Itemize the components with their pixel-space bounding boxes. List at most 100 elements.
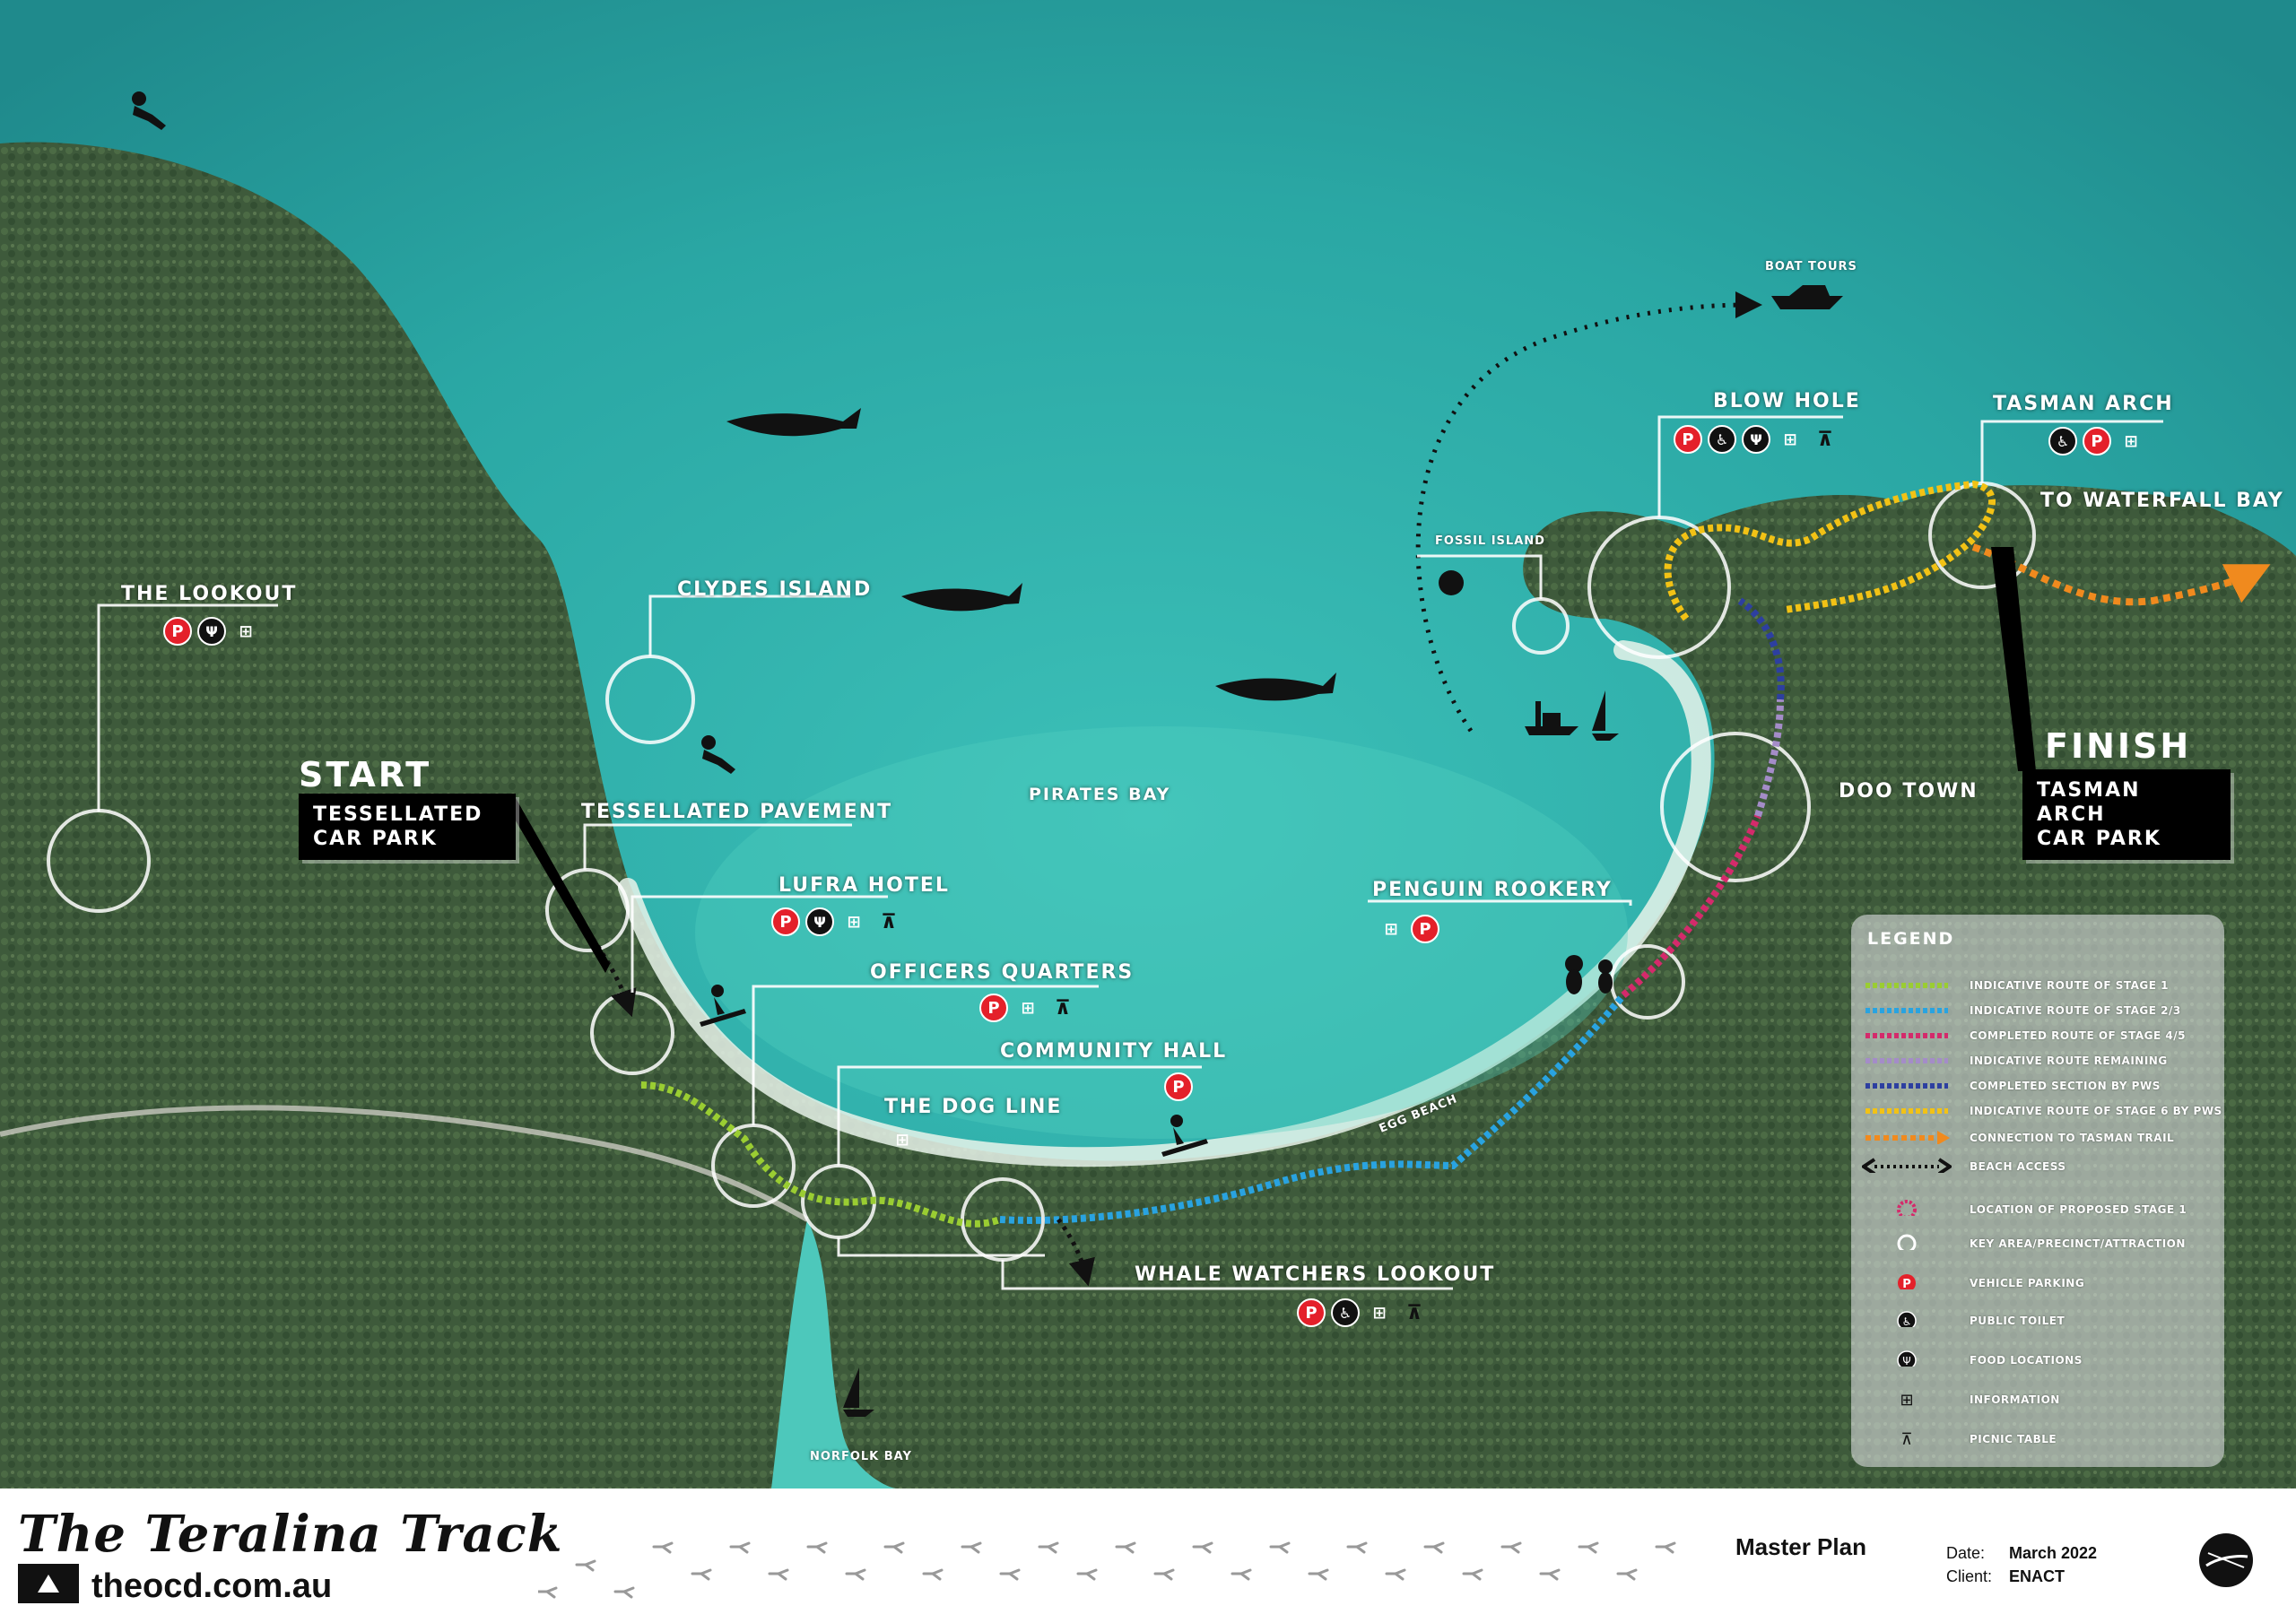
legend-item: INDICATIVE ROUTE OF STAGE 1: [1862, 976, 2221, 999]
food-icon: Ψ: [1742, 425, 1770, 454]
legend-item: COMPLETED SECTION BY PWS: [1862, 1076, 2221, 1099]
place-label-tessellated-pavement: TESSELLATED PAVEMENT: [581, 801, 893, 823]
activity-silhouettes: [700, 955, 1613, 1157]
place-label-clydes-island: CLYDES ISLAND: [677, 578, 873, 601]
legend-swatch: [1866, 1108, 1948, 1114]
food-icon: Ψ: [805, 907, 834, 936]
footprint: [961, 1541, 982, 1554]
legend-swatch: [1862, 1158, 1952, 1173]
legend-label: KEY AREA/PRECINCT/ATTRACTION: [1970, 1237, 2186, 1250]
legend-label: PICNIC TABLE: [1970, 1433, 2057, 1445]
legend-item: INDICATIVE ROUTE OF STAGE 2/3: [1862, 1001, 2221, 1024]
amenities-tasman-arch: ♿P ⊞: [2048, 427, 2145, 456]
amenities-whale-watchers-lookout: P♿⊞⊼: [1297, 1298, 1430, 1327]
legend-title: LEGEND: [1867, 929, 1955, 949]
parking-icon: P: [1674, 425, 1702, 454]
toilet-icon: ♿: [1331, 1298, 1360, 1327]
amenities-officers-quarters: P ⊞ ⊼: [979, 994, 1078, 1022]
footprint: [999, 1568, 1021, 1581]
place-label-lufra-hotel: LUFRA HOTEL: [778, 874, 950, 897]
start-box-line1: TESSELLATED: [313, 803, 483, 826]
legend-label: INDICATIVE ROUTE OF STAGE 2/3: [1970, 1004, 2181, 1017]
parking-icon: P: [1411, 915, 1439, 943]
amenities-community-hall: P: [1164, 1072, 1193, 1101]
legend-label: LOCATION OF PROPOSED STAGE 1: [1970, 1203, 2187, 1216]
place-label-to-waterfall-bay: TO WATERFALL BAY: [2040, 490, 2284, 512]
information-icon: ⊞: [1384, 919, 1398, 939]
parking-icon: P: [1297, 1298, 1326, 1327]
legend-item: P VEHICLE PARKING: [1862, 1273, 2221, 1297]
footprint: [1192, 1541, 1213, 1554]
food-icon: Ψ: [197, 617, 226, 646]
footprint: [768, 1568, 789, 1581]
footprint: [883, 1541, 905, 1554]
legend-item: ⊞INFORMATION: [1862, 1390, 2221, 1413]
footprint: [1500, 1541, 1522, 1554]
legend-item: BEACH ACCESS: [1862, 1157, 2221, 1180]
legend-label: BEACH ACCESS: [1970, 1160, 2066, 1173]
information-icon: ⊞: [895, 1130, 909, 1150]
place-label-blow-hole: BLOW HOLE: [1713, 390, 1861, 412]
legend-swatch: [1866, 1008, 1948, 1013]
place-label-the-lookout: THE LOOKOUT: [121, 583, 298, 605]
legend-item: Ψ FOOD LOCATIONS: [1862, 1350, 2221, 1374]
svg-text:Ψ: Ψ: [1902, 1355, 1910, 1367]
footprint: [1539, 1568, 1561, 1581]
footprint: [1076, 1568, 1098, 1581]
footer-client-value: ENACT: [2009, 1567, 2065, 1585]
footprint: [1231, 1568, 1252, 1581]
footprint: [1655, 1541, 1676, 1554]
place-label-penguin-rookery: PENGUIN ROOKERY: [1372, 879, 1613, 901]
svg-text:⊞: ⊞: [1900, 1391, 1913, 1406]
map-canvas: THE LOOKOUT CLYDES ISLAND TESSELLATED PA…: [0, 0, 2296, 1488]
toilet-icon: ♿: [2048, 427, 2077, 456]
information-icon: ⊞: [1021, 998, 1035, 1018]
map-graphic: [0, 0, 2296, 1488]
leader-lines: [97, 415, 2163, 1290]
picnic-icon: ⊼: [1055, 996, 1071, 1020]
information-icon: ⊞: [2124, 431, 2138, 451]
legend-swatch: ♿: [1897, 1311, 1917, 1327]
footprint: [1308, 1568, 1329, 1581]
footprint: [1462, 1568, 1483, 1581]
place-label-community-hall: COMMUNITY HALL: [1000, 1040, 1228, 1063]
finish-box: TASMAN ARCH CAR PARK: [2022, 769, 2231, 860]
diver-silhouettes: [132, 91, 735, 774]
fossil-icon: [1439, 570, 1464, 595]
legend-item: ⊼ PICNIC TABLE: [1862, 1429, 2221, 1453]
footprint: [806, 1541, 828, 1554]
footprint: [1038, 1541, 1059, 1554]
footprint: [729, 1541, 751, 1554]
footer-url[interactable]: theocd.com.au: [91, 1567, 333, 1605]
legend-label: FOOD LOCATIONS: [1970, 1354, 2083, 1367]
triangle-logo-icon: [18, 1564, 79, 1603]
start-box: TESSELLATED CAR PARK: [299, 794, 516, 860]
legend-swatch: ⊼: [1900, 1430, 1912, 1445]
legend-swatch: P: [1898, 1274, 1916, 1289]
svg-text:⊼: ⊼: [1900, 1430, 1912, 1445]
legend-item: INDICATIVE ROUTE REMAINING: [1862, 1051, 2221, 1074]
footprint: [1153, 1568, 1175, 1581]
boat-silhouettes: [843, 285, 1843, 1417]
footprints-decoration: [538, 1541, 1676, 1599]
footprint: [845, 1568, 866, 1581]
label-norfolk-bay: NORFOLK BAY: [810, 1450, 912, 1463]
picnic-icon: ⊼: [881, 910, 897, 933]
legend-item: INDICATIVE ROUTE OF STAGE 6 BY PWS: [1862, 1101, 2222, 1124]
legend-swatch: [1866, 1083, 1948, 1089]
whale-silhouettes: [726, 408, 1336, 701]
legend-item: ♿PUBLIC TOILET: [1862, 1311, 2221, 1334]
footprint: [652, 1541, 674, 1554]
finish-title: FINISH: [2045, 726, 2192, 766]
parking-icon: P: [979, 994, 1008, 1022]
footprint: [1616, 1568, 1638, 1581]
legend-label: VEHICLE PARKING: [1970, 1277, 2085, 1289]
finish-box-line2: CAR PARK: [2037, 828, 2161, 850]
parking-icon: P: [2083, 427, 2111, 456]
legend-swatch: [1866, 983, 1948, 988]
legend-swatch: [1866, 1131, 1950, 1144]
information-icon: ⊞: [847, 912, 861, 932]
footer-client-label: Client:: [1946, 1567, 1993, 1585]
footprint: [538, 1586, 558, 1599]
